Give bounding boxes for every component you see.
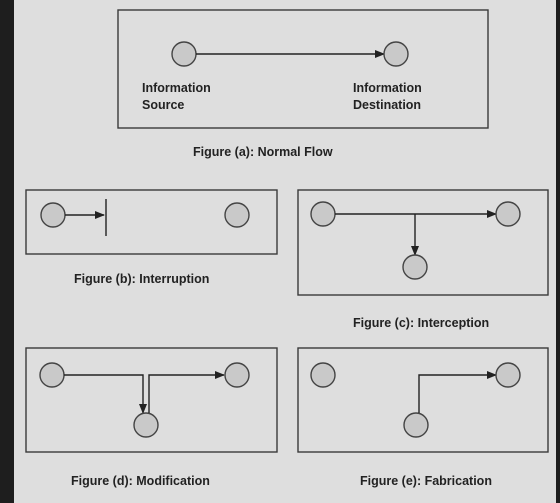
source-node [310,201,336,227]
destination-node [495,201,521,227]
figure-c-caption: Figure (c): Interception [353,316,489,330]
modification-outbound-arrow [148,371,225,413]
interceptor-node [402,254,428,280]
destination-node [224,362,250,388]
source-node [40,202,66,228]
source-label-line2: Source [142,98,184,112]
figure-d-caption: Figure (d): Modification [71,474,210,488]
figure-a-box [117,9,489,129]
source-node [310,362,336,388]
figure-d-modification: Figure (d): Modification [25,347,278,488]
destination-node [224,202,250,228]
figure-e-box [297,347,549,453]
fabrication-arrow [418,371,497,413]
information-destination-node [383,41,409,67]
figure-b-box [25,189,278,255]
destination-label-line2: Destination [353,98,421,112]
diagram-panel [14,0,556,503]
source-node [39,362,65,388]
destination-node [495,362,521,388]
figure-c-box [297,189,549,296]
figure-d-box [25,347,278,453]
figure-c-interception: Figure (c): Interception [297,189,549,330]
figure-b-caption: Figure (b): Interruption [74,272,209,286]
fabricator-node [403,412,429,438]
modification-inbound-arrow [64,374,147,414]
figure-e-caption: Figure (e): Fabrication [360,474,492,488]
figure-e-fabrication: Figure (e): Fabrication [297,347,549,488]
figure-b-interruption: Figure (b): Interruption [25,189,278,286]
information-source-node [171,41,197,67]
destination-label-line1: Information [353,81,422,95]
figure-a-normal-flow: Information Source Information Destinati… [117,9,489,159]
modifier-node [133,412,159,438]
figure-a-caption: Figure (a): Normal Flow [193,145,333,159]
source-label-line1: Information [142,81,211,95]
